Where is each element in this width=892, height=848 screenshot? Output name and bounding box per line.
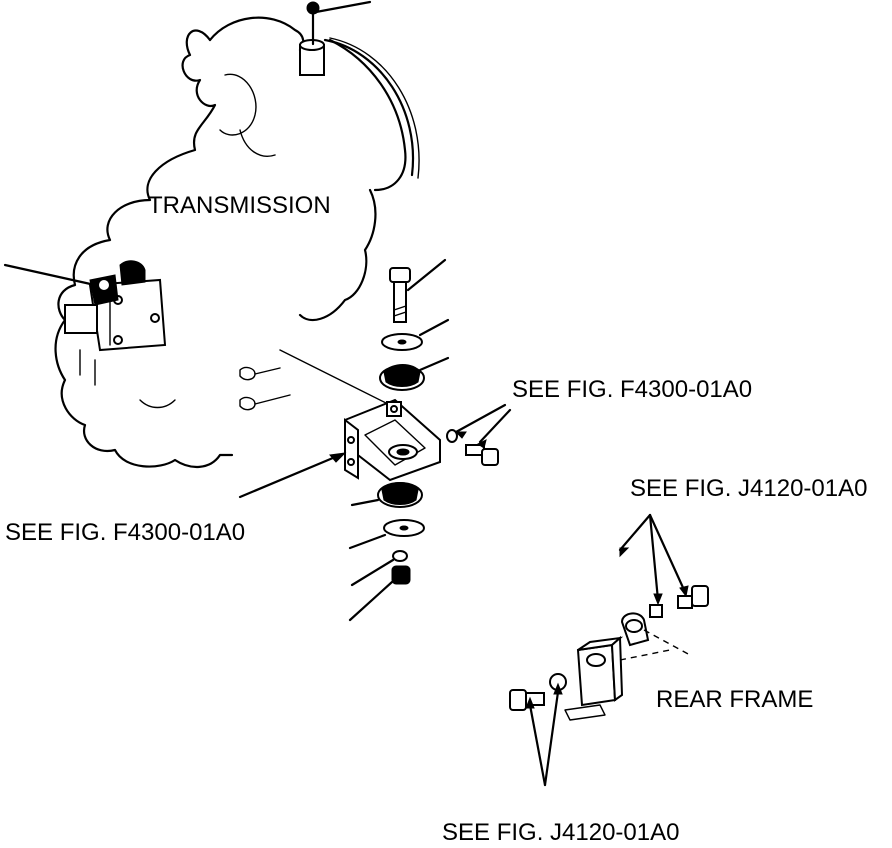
bolt-shank bbox=[393, 281, 407, 323]
lock-washer bbox=[392, 550, 408, 562]
label-transmission: TRANSMISSION bbox=[148, 192, 331, 219]
mount-stack bbox=[238, 258, 512, 622]
left-mount-bracket bbox=[3, 260, 167, 386]
label-see-fig-f4300-right: SEE FIG. F4300-01A0 bbox=[512, 376, 752, 403]
nut bbox=[391, 565, 411, 585]
transmission-housing bbox=[54, 0, 420, 468]
label-see-fig-f4300-left: SEE FIG. F4300-01A0 bbox=[5, 519, 245, 546]
label-see-fig-j4120-bottom: SEE FIG. J4120-01A0 bbox=[442, 819, 679, 843]
rear-frame-assembly bbox=[509, 513, 709, 787]
bolt-head bbox=[389, 267, 411, 283]
label-rear-frame: REAR FRAME bbox=[656, 686, 813, 713]
label-see-fig-j4120-top: SEE FIG. J4120-01A0 bbox=[630, 475, 867, 502]
